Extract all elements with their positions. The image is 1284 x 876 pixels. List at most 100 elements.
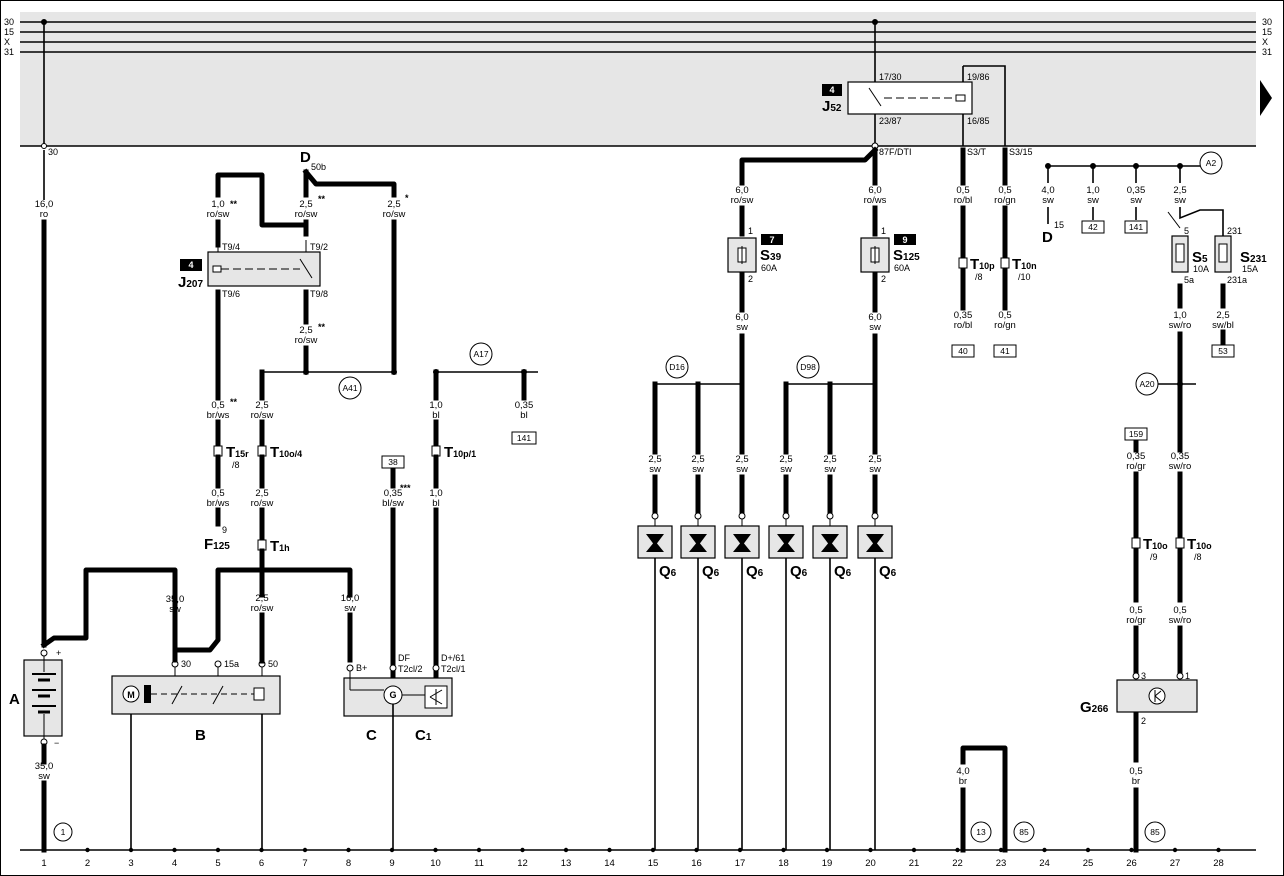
wire-label: bl — [432, 410, 439, 421]
alternator-label: C — [366, 727, 377, 744]
wire-label: 0,5 — [998, 185, 1011, 196]
column-number: 3 — [128, 858, 133, 869]
svg-text:S3/15: S3/15 — [1009, 147, 1033, 157]
svg-text:**: ** — [230, 397, 238, 407]
column-number: 28 — [1213, 858, 1224, 869]
wire-label: 2,5 — [691, 454, 704, 465]
wire-label: 2,5 — [823, 454, 836, 465]
q6-label: Q6 — [879, 563, 897, 580]
bus-label-31: 31 — [4, 47, 14, 57]
fuse-s5-label: S5 — [1192, 249, 1208, 266]
wire-label: ro/gr — [1126, 615, 1146, 626]
svg-text:T2cl/1: T2cl/1 — [441, 664, 466, 674]
svg-text:31: 31 — [1262, 47, 1272, 57]
svg-text:2: 2 — [1141, 716, 1146, 726]
wire-label: sw — [1130, 195, 1142, 206]
relay-j52-label: J52 — [822, 98, 842, 115]
column-number: 12 — [517, 858, 528, 869]
svg-text:231a: 231a — [1227, 275, 1247, 285]
column-number: 25 — [1083, 858, 1094, 869]
ground-ref-85b — [1144, 821, 1166, 843]
wire-label: sw — [736, 464, 748, 475]
wire-label: 0,5 — [1173, 605, 1186, 616]
svg-text:A20: A20 — [1139, 379, 1154, 389]
fuse-s231-label: S231 — [1240, 249, 1267, 266]
starter-b: M 30 15a 50 B — [111, 659, 281, 744]
wire-label: 16,0 — [341, 593, 360, 604]
column-number: 4 — [172, 858, 177, 869]
svg-text:15: 15 — [1054, 220, 1064, 230]
column-number: 13 — [561, 858, 572, 869]
svg-text:T9/2: T9/2 — [310, 242, 328, 252]
wire-label: sw/ro — [1169, 320, 1192, 331]
column-number: 14 — [604, 858, 615, 869]
column-number: 24 — [1039, 858, 1050, 869]
svg-text:1: 1 — [1185, 671, 1190, 681]
wire-label: 2,5 — [387, 199, 400, 210]
alternator-c: B+ DF T2cl/2 D+/61 T2cl/1 G C C1 — [343, 653, 466, 744]
svg-text:9: 9 — [222, 525, 227, 535]
wire-label: 2,5 — [648, 454, 661, 465]
column-number: 9 — [389, 858, 394, 869]
junction-d98 — [796, 355, 820, 379]
svg-text:T10p: T10p — [970, 256, 995, 273]
bus-label-15: 15 — [4, 27, 14, 37]
svg-text:/8: /8 — [232, 460, 240, 470]
svg-text:T9/4: T9/4 — [222, 242, 240, 252]
d-top-label: D — [300, 149, 311, 166]
svg-text:T10p/1: T10p/1 — [444, 444, 476, 461]
svg-text:A17: A17 — [473, 349, 488, 359]
wire-label: sw — [38, 771, 50, 782]
fuse-s125: 1 2 9 S125 60A — [860, 226, 920, 284]
column-number: 6 — [259, 858, 264, 869]
wire-label: ro/sw — [731, 195, 754, 206]
svg-text:*: * — [405, 193, 409, 203]
svg-text:40: 40 — [958, 346, 968, 356]
svg-text:T9/8: T9/8 — [310, 289, 328, 299]
wire-label: 1,0 — [211, 199, 224, 210]
q6-label: Q6 — [746, 563, 764, 580]
svg-text:53: 53 — [1218, 346, 1228, 356]
fuse-s39: 1 2 7 S39 60A — [727, 226, 783, 284]
q6-label: Q6 — [702, 563, 720, 580]
wire-label: 0,5 — [998, 310, 1011, 321]
wire-label: bl/sw — [382, 498, 404, 509]
wire-label: 35,0 — [166, 594, 185, 605]
wire-label: 0,35 — [515, 400, 534, 411]
svg-text:60A: 60A — [894, 263, 910, 273]
relay-j207: 1,0 ro/sw ** T9/4 T9/6 T9/2 T9/8 4 J207 — [178, 172, 328, 299]
wire-label: sw — [169, 604, 181, 615]
f125-label: F125 — [204, 536, 230, 553]
svg-text:23/87: 23/87 — [879, 116, 902, 126]
svg-text:15A: 15A — [1242, 264, 1258, 274]
svg-text:141: 141 — [1129, 222, 1143, 232]
fuse-s231: 231 231a S231 15A — [1214, 226, 1267, 285]
ground-ref-1 — [53, 822, 73, 842]
svg-text:D+/61: D+/61 — [441, 653, 465, 663]
ground-ref-85a — [1013, 821, 1035, 843]
bus-label-x: X — [4, 37, 10, 47]
fuse-s5: 5 5a S5 10A — [1171, 226, 1209, 285]
svg-text:T10n: T10n — [1012, 256, 1037, 273]
wire-label: 0,5 — [211, 488, 224, 499]
wire-label: sw — [736, 322, 748, 333]
svg-text:1: 1 — [881, 226, 886, 236]
ref-box — [1081, 220, 1105, 234]
d-right-label: D — [1042, 229, 1053, 246]
svg-text:3: 3 — [1141, 671, 1146, 681]
column-number: 20 — [865, 858, 876, 869]
battery-plus-label: + — [56, 648, 61, 658]
svg-text:41: 41 — [1000, 346, 1010, 356]
connector-t10p1: T10p/1 — [431, 444, 476, 461]
wire-label: 0,5 — [1129, 766, 1142, 777]
svg-text:5a: 5a — [1184, 275, 1194, 285]
column-number: 2 — [85, 858, 90, 869]
svg-text:38: 38 — [388, 457, 398, 467]
svg-text:**: ** — [318, 194, 326, 204]
column-number: 1 — [41, 858, 46, 869]
wire-label: 1,0 — [429, 488, 442, 499]
